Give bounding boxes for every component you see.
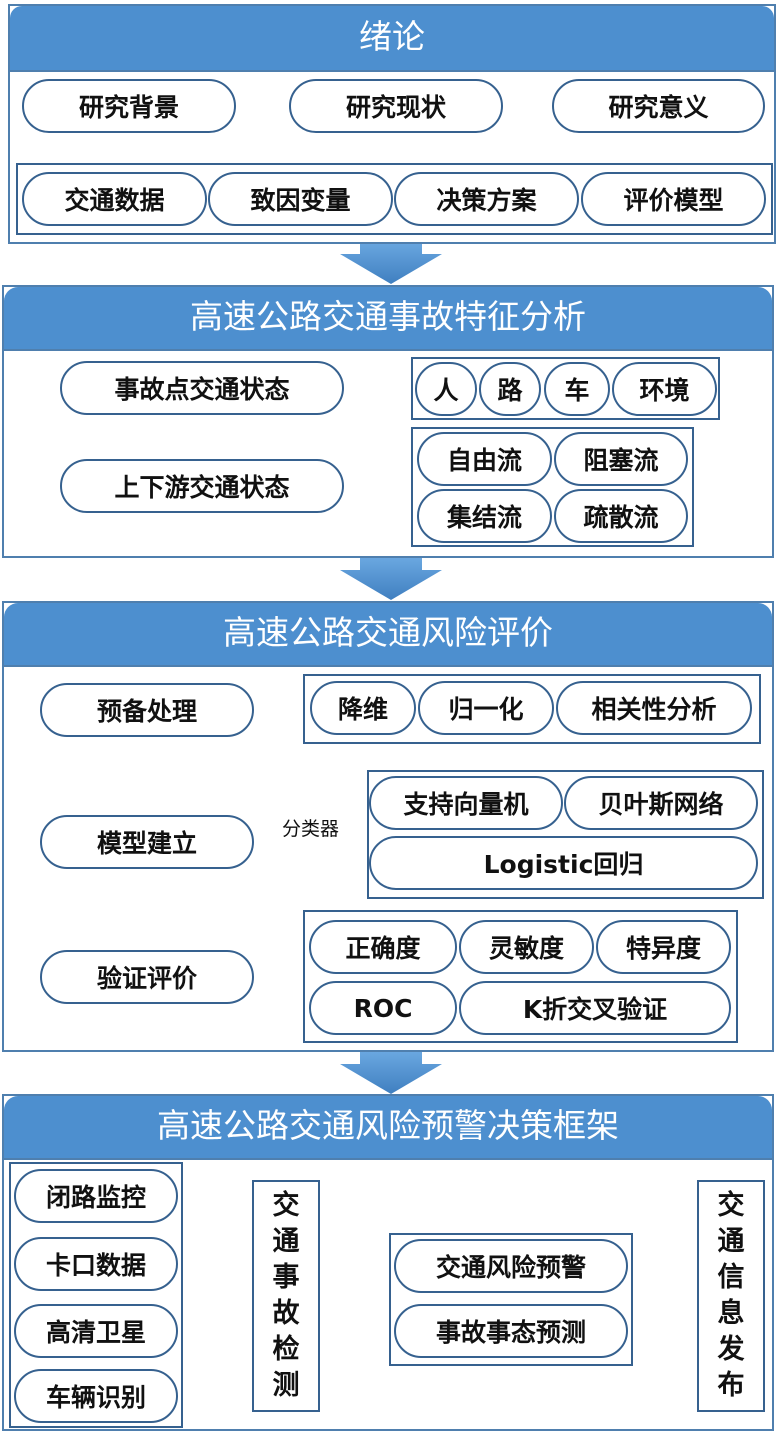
node-vehicle: 车 bbox=[544, 362, 610, 416]
node-dimension-reduction: 降维 bbox=[310, 681, 416, 735]
section-title: 绪论 bbox=[10, 6, 774, 72]
node-updown-stream-state: 上下游交通状态 bbox=[60, 459, 344, 513]
node-hd-satellite: 高清卫星 bbox=[14, 1304, 178, 1358]
node-validation: 验证评价 bbox=[40, 950, 254, 1004]
node-road: 路 bbox=[479, 362, 541, 416]
node-environment: 环境 bbox=[612, 362, 717, 416]
node-accident-prediction: 事故事态预测 bbox=[394, 1304, 628, 1358]
node-correlation-analysis: 相关性分析 bbox=[556, 681, 752, 735]
node-preprocessing: 预备处理 bbox=[40, 683, 254, 737]
node-dispersing-flow: 疏散流 bbox=[554, 489, 688, 543]
node-bayesian-network: 贝叶斯网络 bbox=[564, 776, 758, 830]
node-traffic-data: 交通数据 bbox=[22, 172, 207, 226]
section-arrow-2 bbox=[340, 558, 442, 600]
node-accident-detection: 交 通 事 故 检 测 bbox=[252, 1180, 320, 1412]
node-checkpoint-data: 卡口数据 bbox=[14, 1237, 178, 1291]
node-risk-warning: 交通风险预警 bbox=[394, 1239, 628, 1293]
node-free-flow: 自由流 bbox=[417, 432, 552, 486]
node-accuracy: 正确度 bbox=[309, 920, 457, 974]
node-logistic-regression: Logistic回归 bbox=[369, 836, 758, 890]
node-vehicle-recognition: 车辆识别 bbox=[14, 1369, 178, 1423]
node-gathering-flow: 集结流 bbox=[417, 489, 552, 543]
section-arrow-1 bbox=[340, 242, 442, 284]
node-evaluation-model: 评价模型 bbox=[581, 172, 766, 226]
node-svm: 支持向量机 bbox=[369, 776, 563, 830]
node-research-status: 研究现状 bbox=[289, 79, 503, 133]
section-title: 高速公路交通风险预警决策框架 bbox=[4, 1096, 772, 1160]
section-title: 高速公路交通风险评价 bbox=[4, 603, 772, 667]
node-specificity: 特异度 bbox=[596, 920, 731, 974]
node-normalization: 归一化 bbox=[418, 681, 554, 735]
classifier-label: 分类器 bbox=[282, 818, 340, 840]
node-roc: ROC bbox=[309, 981, 457, 1035]
node-accident-point-state: 事故点交通状态 bbox=[60, 361, 344, 415]
node-sensitivity: 灵敏度 bbox=[459, 920, 594, 974]
node-model-building: 模型建立 bbox=[40, 815, 254, 869]
node-person: 人 bbox=[415, 362, 477, 416]
node-causal-variables: 致因变量 bbox=[208, 172, 393, 226]
node-cctv: 闭路监控 bbox=[14, 1169, 178, 1223]
section-arrow-3 bbox=[340, 1052, 442, 1094]
node-kfold-validation: K折交叉验证 bbox=[459, 981, 731, 1035]
node-info-publishing: 交 通 信 息 发 布 bbox=[697, 1180, 765, 1412]
node-research-significance: 研究意义 bbox=[552, 79, 765, 133]
node-blocked-flow: 阻塞流 bbox=[554, 432, 688, 486]
node-decision-plan: 决策方案 bbox=[394, 172, 579, 226]
section-title: 高速公路交通事故特征分析 bbox=[4, 287, 772, 351]
node-research-background: 研究背景 bbox=[22, 79, 236, 133]
